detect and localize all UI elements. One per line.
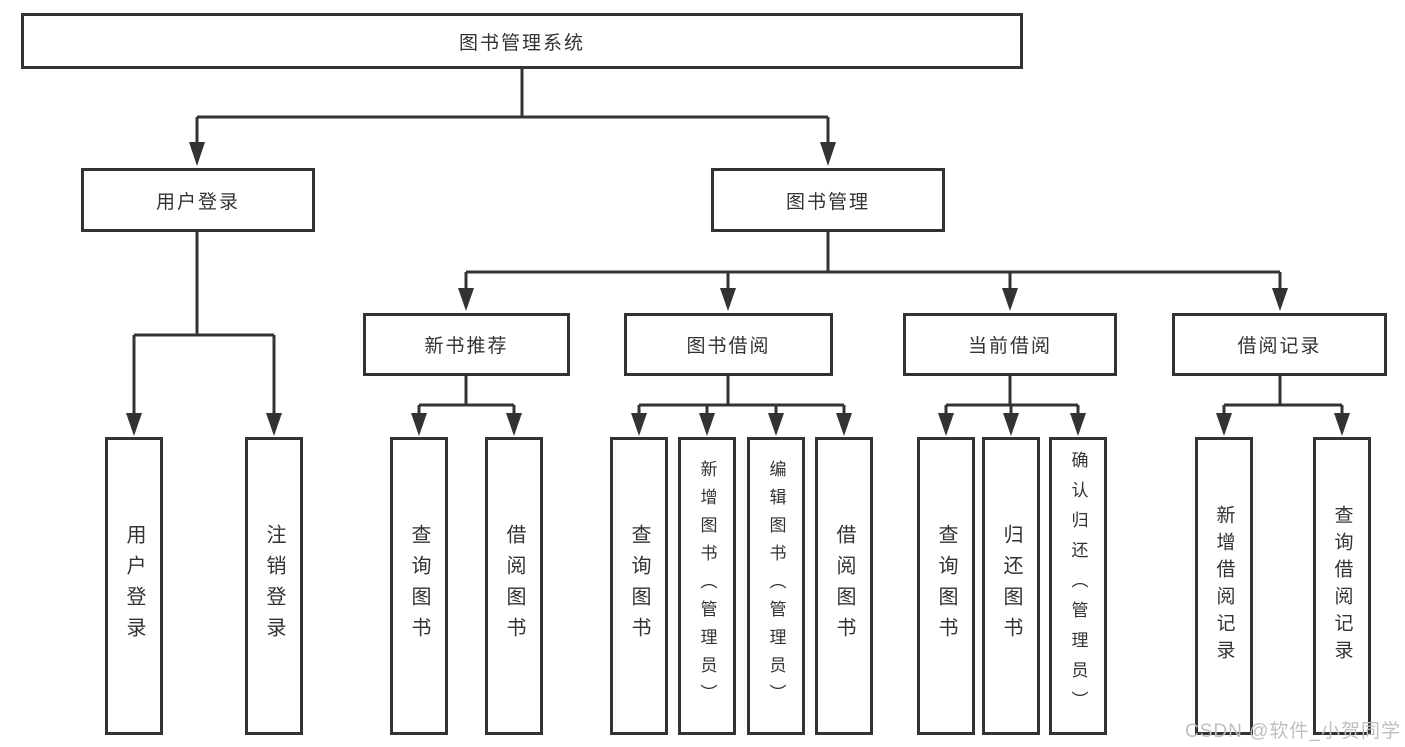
arrowheads xyxy=(126,142,1350,436)
node-borrow-records: 借阅记录 xyxy=(1172,313,1387,376)
leaf-borrow-books-borrowing: 借阅图书 xyxy=(815,437,873,735)
arrow-down-icon xyxy=(836,413,852,436)
leaf-logout: 注销登录 xyxy=(245,437,303,735)
leaf-query-books-recommend: 查询图书 xyxy=(390,437,448,735)
arrow-down-icon xyxy=(506,413,522,436)
arrow-down-icon xyxy=(1334,413,1350,436)
arrow-down-icon xyxy=(189,142,205,166)
arrow-down-icon xyxy=(1070,413,1086,436)
arrow-down-icon xyxy=(938,413,954,436)
leaf-borrow-books-recommend: 借阅图书 xyxy=(485,437,543,735)
arrow-down-icon xyxy=(631,413,647,436)
node-library-system: 图书管理系统 xyxy=(21,13,1023,69)
arrow-down-icon xyxy=(820,142,836,166)
leaf-user-login: 用户登录 xyxy=(105,437,163,735)
arrow-down-icon xyxy=(1272,288,1288,311)
arrow-down-icon xyxy=(1002,288,1018,311)
node-user-login: 用户登录 xyxy=(81,168,315,232)
node-book-borrowing: 图书借阅 xyxy=(624,313,833,376)
leaf-edit-book-admin: 编辑图书（管理员） xyxy=(747,437,805,735)
arrow-down-icon xyxy=(458,288,474,311)
node-current-borrowing: 当前借阅 xyxy=(903,313,1117,376)
leaf-query-borrow-record: 查询借阅记录 xyxy=(1313,437,1371,735)
node-book-management: 图书管理 xyxy=(711,168,945,232)
leaf-query-books-borrowing: 查询图书 xyxy=(610,437,668,735)
arrow-down-icon xyxy=(1216,413,1232,436)
arrow-down-icon xyxy=(1003,413,1019,436)
arrow-down-icon xyxy=(411,413,427,436)
arrow-down-icon xyxy=(126,413,142,436)
arrow-down-icon xyxy=(720,288,736,311)
leaf-confirm-return-admin: 确认归还（管理员） xyxy=(1049,437,1107,735)
arrow-down-icon xyxy=(266,413,282,436)
leaf-query-books-current: 查询图书 xyxy=(917,437,975,735)
node-new-book-recommend: 新书推荐 xyxy=(363,313,570,376)
leaf-add-borrow-record: 新增借阅记录 xyxy=(1195,437,1253,735)
arrow-down-icon xyxy=(699,413,715,436)
arrow-down-icon xyxy=(768,413,784,436)
leaf-return-book: 归还图书 xyxy=(982,437,1040,735)
watermark-text: CSDN @软件_小贺同学 xyxy=(1185,721,1401,742)
leaf-add-book-admin: 新增图书（管理员） xyxy=(678,437,736,735)
